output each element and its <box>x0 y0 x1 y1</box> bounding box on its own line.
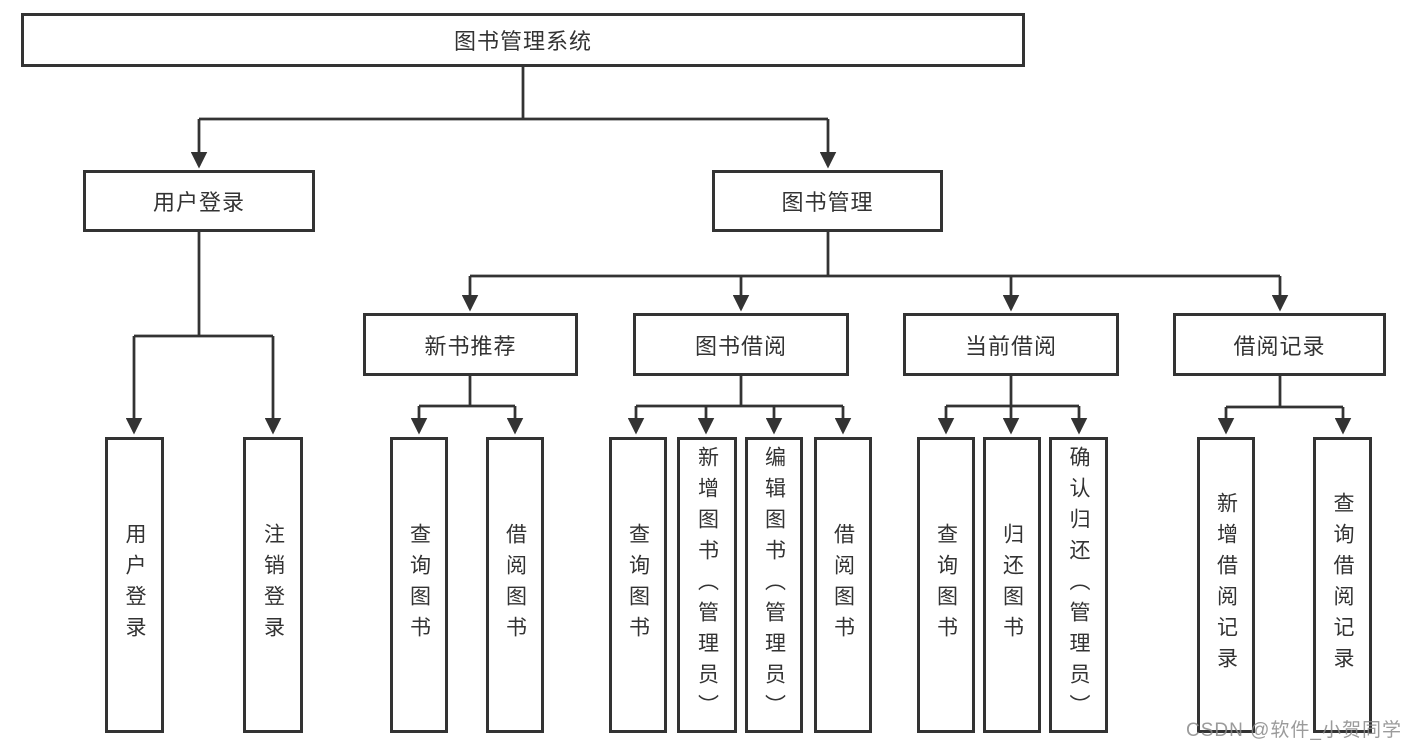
leaf-query-borrow-record-label: 查询借阅记录 <box>1331 492 1354 678</box>
node-user-login: 用户登录 <box>83 170 315 232</box>
leaf-add-books-admin-label: 新增图书（管理员） <box>695 445 719 725</box>
node-user-login-label: 用户登录 <box>152 190 245 215</box>
leaf-current-query-books: 查询图书 <box>917 437 975 733</box>
node-current-borrow: 当前借阅 <box>903 313 1119 376</box>
node-new-book-recommend-label: 新书推荐 <box>424 333 517 359</box>
csdn-watermark: CSDN @软件_小贺同学 <box>1186 720 1402 741</box>
leaf-borrow-books-label: 借阅图书 <box>831 523 855 647</box>
leaf-add-borrow-record-label: 新增借阅记录 <box>1214 492 1238 678</box>
leaf-borrow-query-books-label: 查询图书 <box>626 523 650 647</box>
node-root: 图书管理系统 <box>21 13 1025 67</box>
leaf-borrow-query-books: 查询图书 <box>609 437 667 733</box>
leaf-recommend-borrow-books-label: 借阅图书 <box>503 523 527 647</box>
leaf-confirm-return-admin-label: 确认归还（管理员） <box>1067 445 1090 725</box>
leaf-return-books: 归还图书 <box>983 437 1041 733</box>
node-book-management-label: 图书管理 <box>781 190 874 215</box>
leaf-logout: 注销登录 <box>243 437 303 733</box>
leaf-current-query-books-label: 查询图书 <box>934 523 958 647</box>
leaf-return-books-label: 归还图书 <box>1000 523 1024 647</box>
node-current-borrow-label: 当前借阅 <box>964 333 1057 359</box>
leaf-query-borrow-record: 查询借阅记录 <box>1313 437 1372 733</box>
leaf-add-borrow-record: 新增借阅记录 <box>1197 437 1255 733</box>
leaf-user-login-label: 用户登录 <box>123 523 146 647</box>
leaf-recommend-query-books-label: 查询图书 <box>407 523 431 647</box>
node-book-borrow-label: 图书借阅 <box>694 333 787 359</box>
node-book-management: 图书管理 <box>712 170 943 232</box>
leaf-edit-books-admin: 编辑图书（管理员） <box>745 437 803 733</box>
node-borrow-records: 借阅记录 <box>1173 313 1386 376</box>
node-new-book-recommend: 新书推荐 <box>363 313 578 376</box>
node-borrow-records-label: 借阅记录 <box>1233 333 1326 359</box>
leaf-recommend-query-books: 查询图书 <box>390 437 448 733</box>
leaf-edit-books-admin-label: 编辑图书（管理员） <box>762 445 786 725</box>
leaf-logout-label: 注销登录 <box>261 523 285 647</box>
node-book-borrow: 图书借阅 <box>633 313 849 376</box>
leaf-user-login: 用户登录 <box>105 437 164 733</box>
leaf-recommend-borrow-books: 借阅图书 <box>486 437 544 733</box>
leaf-borrow-books: 借阅图书 <box>814 437 872 733</box>
leaf-add-books-admin: 新增图书（管理员） <box>677 437 737 733</box>
node-root-label: 图书管理系统 <box>453 29 592 54</box>
leaf-confirm-return-admin: 确认归还（管理员） <box>1049 437 1108 733</box>
